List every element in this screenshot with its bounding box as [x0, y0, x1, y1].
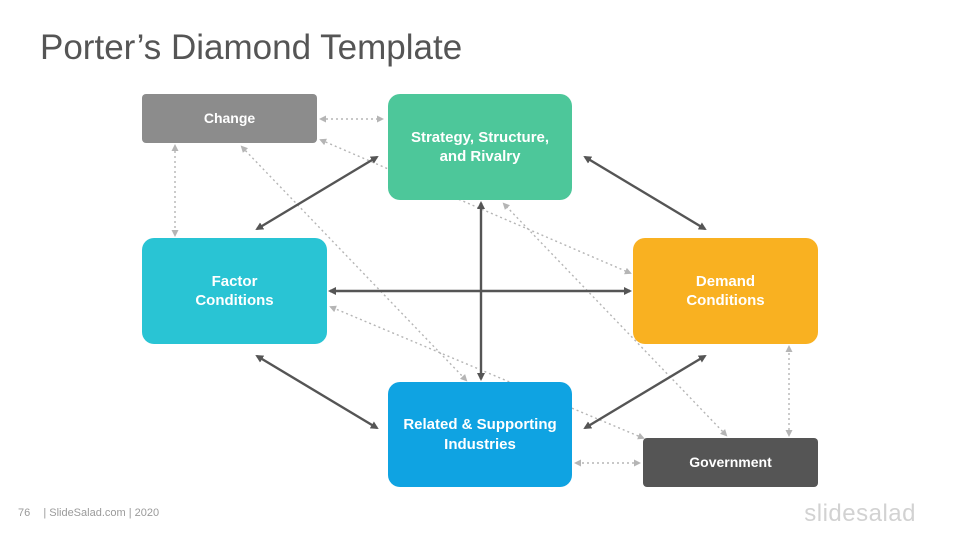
factor-conditions-box: Factor Conditions: [142, 238, 327, 344]
government-label: Government: [689, 454, 772, 471]
change-box: Change: [142, 94, 317, 143]
page-number: 76: [18, 507, 31, 519]
strategy-label: Strategy, Structure, and Rivalry: [410, 128, 550, 166]
government-box: Government: [643, 438, 818, 487]
related-label: Related & Supporting Industries: [403, 416, 557, 453]
arrow-strategy-demand: [583, 155, 707, 231]
dotted-arrow-change-related: [240, 145, 468, 382]
change-label: Change: [203, 110, 256, 127]
arrow-factor-related: [255, 354, 379, 430]
arrow-demand-related: [583, 354, 707, 430]
page-title: Porter’s Diamond Template: [40, 28, 463, 67]
brand-logo: slidesalad: [804, 500, 916, 527]
footer: 76 | SlideSalad.com | 2020: [18, 507, 159, 519]
related-supporting-industries-box: Related & Supporting Industries: [388, 382, 572, 487]
footer-text: | SlideSalad.com | 2020: [43, 507, 160, 519]
demand-conditions-box: Demand Conditions: [633, 238, 818, 344]
demand-label: Demand Conditions: [686, 272, 765, 310]
factor-label: Factor Conditions: [195, 272, 274, 310]
arrow-strategy-factor: [255, 155, 379, 231]
strategy-structure-rivalry-box: Strategy, Structure, and Rivalry: [388, 94, 572, 200]
